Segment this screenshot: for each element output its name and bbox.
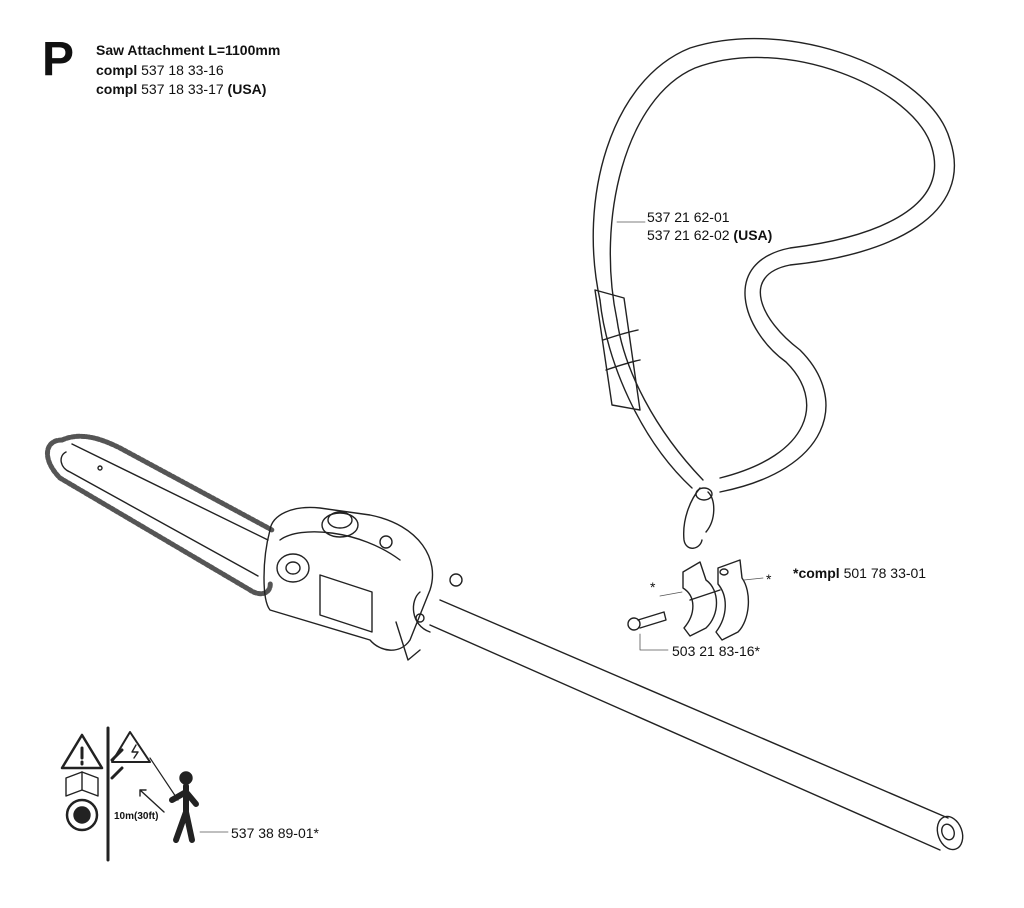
compl-line-2: compl 537 18 33-17 (USA) bbox=[96, 81, 267, 97]
bracket-kit-label: *compl 501 78 33-01 bbox=[793, 565, 927, 581]
screw-part-number: 503 21 83-16* bbox=[672, 643, 760, 659]
shaft-tube-drawing bbox=[412, 573, 964, 851]
gear-housing-drawing bbox=[263, 506, 434, 661]
compl-line-1: compl 537 18 33-16 bbox=[96, 62, 224, 78]
bracket-asterisk-right: * bbox=[766, 571, 772, 587]
leader-lines bbox=[199, 221, 764, 833]
strap-part-number-1: 537 21 62-01 bbox=[647, 209, 730, 225]
screw-drawing bbox=[627, 611, 667, 631]
saw-chain-drawing bbox=[45, 433, 275, 597]
warning-decal-drawing bbox=[60, 726, 199, 862]
shoulder-strap-drawing bbox=[592, 37, 956, 549]
bracket-drawing bbox=[682, 559, 749, 641]
decal-part-number: 537 38 89-01* bbox=[231, 825, 319, 841]
decal-distance-text: 10m(30ft) bbox=[114, 811, 159, 822]
bracket-asterisk-left: * bbox=[650, 579, 656, 595]
strap-part-number-2: 537 21 62-02 (USA) bbox=[647, 227, 773, 243]
page-title: Saw Attachment L=1100mm bbox=[96, 42, 281, 58]
section-letter: P bbox=[42, 33, 75, 86]
